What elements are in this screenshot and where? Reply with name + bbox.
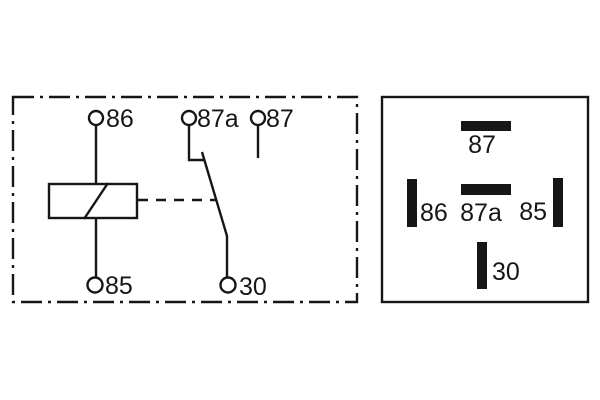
switch-arm	[200, 151, 229, 278]
pin-87a-label: 87a	[460, 199, 502, 227]
pin-86-label: 86	[420, 199, 448, 227]
terminal-86-circle	[87, 109, 105, 127]
pin-30-label: 30	[492, 258, 520, 286]
coil-symbol	[47, 182, 139, 220]
pin-87a-blade	[461, 184, 511, 195]
pin-87-label: 87	[468, 131, 496, 159]
pin-86-blade	[407, 179, 417, 227]
terminal-87a-label: 87a	[197, 105, 239, 133]
terminal-85-circle	[86, 276, 104, 294]
pin-85-blade	[553, 178, 563, 227]
terminal-85-label: 85	[105, 272, 133, 300]
pin-30-blade	[477, 242, 487, 289]
pinout-panel: 87 86 87a 85 30	[380, 95, 590, 304]
terminal-87a-circle	[180, 109, 198, 127]
schematic-panel: 86 87a 87 85 30	[11, 95, 359, 304]
terminal-30-label: 30	[239, 273, 267, 301]
terminal-87-label: 87	[266, 105, 294, 133]
wire-87a-lead	[187, 125, 204, 162]
pin-87-blade	[461, 121, 511, 131]
schematic-dashdot-border	[11, 95, 359, 304]
terminal-30-circle	[219, 276, 237, 294]
terminal-87-circle	[249, 109, 267, 127]
pin-85-label: 85	[519, 198, 547, 226]
terminal-86-label: 86	[106, 105, 134, 133]
coil-diagonal-stroke	[83, 182, 109, 220]
